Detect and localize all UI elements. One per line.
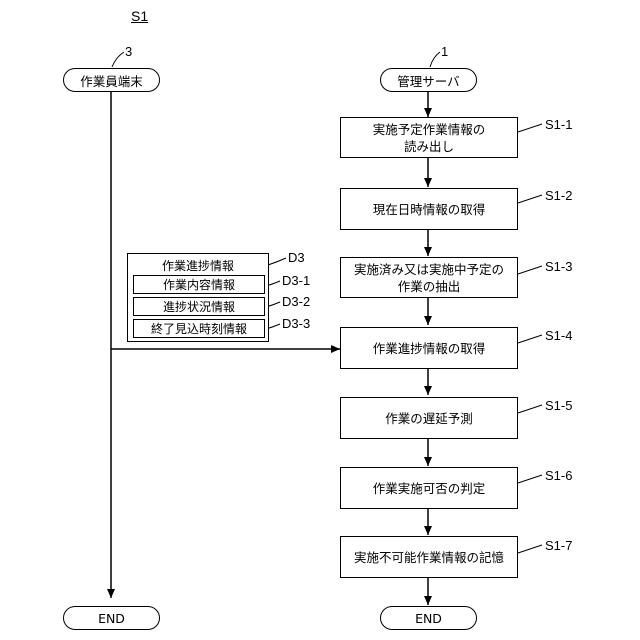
- progress-item-d3-3: 終了見込時刻情報: [133, 319, 265, 338]
- step-s1-1: 実施予定作業情報の 読み出し: [340, 117, 518, 158]
- leader-s1-4: [518, 335, 542, 343]
- ref-d3: D3: [288, 250, 305, 265]
- progress-info-title: 作業進捗情報: [127, 257, 269, 274]
- step-s1-2: 現在日時情報の取得: [340, 188, 518, 230]
- step-s1-1-line2: 読み出し: [404, 138, 454, 155]
- leader-s1-3: [518, 266, 542, 274]
- ref-d3-2: D3-2: [282, 294, 310, 309]
- step-s1-6-line1: 作業実施可否の判定: [373, 480, 486, 497]
- step-s1-3: 実施済み又は実施中予定の 作業の抽出: [340, 257, 518, 298]
- step-s1-5-line1: 作業の遅延予測: [385, 410, 473, 427]
- ref-number-terminal: 3: [125, 44, 132, 59]
- terminal-management-server: 管理サーバ: [380, 68, 477, 92]
- leader-s1-1: [518, 124, 542, 132]
- terminal-worker-device: 作業員端末: [63, 68, 160, 92]
- end-terminal-left: END: [63, 606, 160, 630]
- progress-item-d3-1: 作業内容情報: [133, 275, 265, 294]
- step-id-s1-6: S1-6: [545, 468, 572, 483]
- step-s1-3-line2: 作業の抽出: [398, 278, 461, 295]
- leader-d3: [268, 258, 286, 265]
- step-s1-3-line1: 実施済み又は実施中予定の: [354, 261, 504, 278]
- leader-s1-5: [518, 405, 542, 413]
- leader-s1-6: [518, 475, 542, 483]
- ref-number-server: 1: [441, 44, 448, 59]
- step-s1-7-line1: 実施不可能作業情報の記憶: [354, 549, 504, 566]
- step-s1-2-line1: 現在日時情報の取得: [373, 201, 486, 218]
- leader-s1-7: [518, 545, 542, 553]
- ref-leader-1: [430, 52, 440, 67]
- ref-d3-3: D3-3: [282, 316, 310, 331]
- step-s1-7: 実施不可能作業情報の記憶: [340, 536, 518, 578]
- step-id-s1-4: S1-4: [545, 328, 572, 343]
- step-s1-5: 作業の遅延予測: [340, 397, 518, 439]
- step-s1-1-line1: 実施予定作業情報の: [373, 121, 486, 138]
- step-id-s1-2: S1-2: [545, 188, 572, 203]
- ref-leader-3: [112, 52, 124, 67]
- step-id-s1-1: S1-1: [545, 117, 572, 132]
- step-s1-4: 作業進捗情報の取得: [340, 327, 518, 369]
- leader-s1-2: [518, 195, 542, 203]
- progress-item-d3-2: 進捗状況情報: [133, 297, 265, 316]
- step-s1-6: 作業実施可否の判定: [340, 467, 518, 509]
- step-id-s1-3: S1-3: [545, 259, 572, 274]
- figure-title: S1: [131, 8, 148, 24]
- step-id-s1-7: S1-7: [545, 538, 572, 553]
- step-id-s1-5: S1-5: [545, 398, 572, 413]
- ref-d3-1: D3-1: [282, 273, 310, 288]
- step-s1-4-line1: 作業進捗情報の取得: [373, 340, 486, 357]
- end-terminal-right: END: [380, 606, 477, 630]
